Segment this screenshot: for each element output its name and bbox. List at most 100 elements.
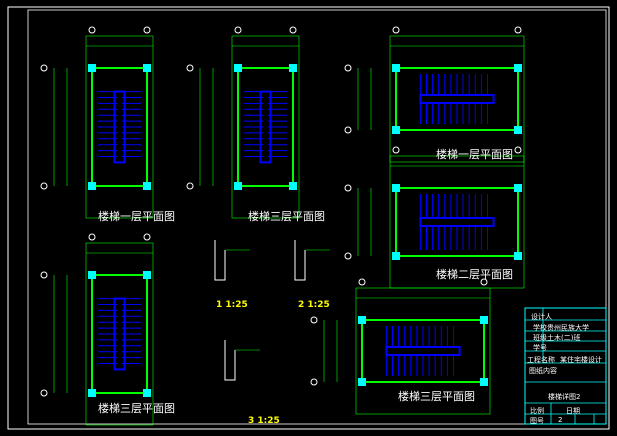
column (358, 316, 366, 324)
axis-marker (289, 26, 297, 34)
axis-marker (186, 64, 194, 72)
tb-designer-label: 设计人 (531, 313, 552, 321)
axis-marker (88, 26, 96, 34)
wall-outline (361, 319, 485, 383)
column (88, 64, 96, 72)
axis-marker (358, 278, 366, 286)
column (514, 64, 522, 72)
axis-marker (310, 378, 318, 386)
tb-class-label: 班级 (533, 334, 547, 342)
axis-marker (392, 26, 400, 34)
detail-sketch (294, 240, 306, 281)
dimension-frame-6 (355, 287, 491, 415)
detail-number: 2 (298, 300, 305, 310)
stair-handrail (113, 90, 126, 164)
axis-marker (40, 64, 48, 72)
plan-title-2: 楼梯三层平面图 (248, 210, 325, 223)
axis-marker (40, 271, 48, 279)
tb-sheet-label: 图号 (530, 417, 544, 425)
axis-marker (514, 146, 522, 154)
axis-marker (186, 182, 194, 190)
detail-sketch (214, 240, 226, 281)
axis-marker (40, 182, 48, 190)
column (514, 184, 522, 192)
axis-marker (143, 26, 151, 34)
wall-outline (91, 274, 148, 394)
stair-handrail (419, 94, 495, 104)
dimension-frame-2 (231, 35, 300, 219)
axis-marker (310, 316, 318, 324)
wall-outline (395, 187, 519, 257)
axis-marker (234, 26, 242, 34)
column (88, 182, 96, 190)
axis-marker (344, 252, 352, 260)
stair-handrail (113, 297, 126, 371)
column (358, 378, 366, 386)
dimension-frame-4 (389, 35, 525, 163)
column (480, 316, 488, 324)
detail-number: 3 (248, 416, 255, 426)
tb-project-label: 工程名称 (527, 356, 555, 364)
axis-marker (143, 233, 151, 241)
plan-title-3: 楼梯三层平面图 (98, 402, 175, 415)
wall-outline (395, 67, 519, 131)
column (392, 252, 400, 260)
wall-outline (237, 67, 294, 187)
column (514, 126, 522, 134)
tb-project: 某住宅楼设计 (560, 356, 602, 364)
detail-scale: 1:25 (257, 416, 280, 426)
column (480, 378, 488, 386)
plan-title-4: 楼梯一层平面图 (436, 148, 513, 161)
detail-scale: 1:25 (225, 300, 248, 310)
dimension-frame-1 (85, 35, 154, 219)
axis-marker (480, 278, 488, 286)
axis-marker (40, 389, 48, 397)
tb-scale-label: 比例 (530, 407, 544, 415)
column (234, 64, 242, 72)
column (289, 182, 297, 190)
axis-marker (344, 126, 352, 134)
plan-title-5: 楼梯二层平面图 (436, 268, 513, 281)
axis-marker (344, 184, 352, 192)
stair-handrail (259, 90, 272, 164)
column (234, 182, 242, 190)
tb-date-label: 日期 (566, 407, 580, 415)
detail-2-label: 2 1:25 (298, 300, 330, 310)
wall-outline (91, 67, 148, 187)
column (88, 271, 96, 279)
tb-school-label: 学校 (533, 324, 547, 332)
axis-marker (392, 146, 400, 154)
column (289, 64, 297, 72)
title-block-frame (524, 307, 607, 425)
column (392, 64, 400, 72)
tb-class: 土木(二)班 (547, 334, 581, 342)
plan-title-6: 楼梯三层平面图 (398, 390, 475, 403)
column (143, 64, 151, 72)
axis-marker (88, 233, 96, 241)
detail-3-label: 3 1:25 (248, 416, 280, 426)
tb-sheet: 2 (558, 416, 563, 424)
stair-handrail (419, 217, 495, 227)
column (392, 126, 400, 134)
column (143, 182, 151, 190)
axis-marker (514, 26, 522, 34)
tb-drawing-name: 楼梯详图2 (548, 393, 581, 401)
tb-id-label: 学号 (533, 344, 547, 352)
plan-title-1: 楼梯一层平面图 (98, 210, 175, 223)
detail-1-label: 1 1:25 (216, 300, 248, 310)
axis-marker (344, 64, 352, 72)
tb-content-label: 图纸内容 (529, 367, 557, 375)
column (88, 389, 96, 397)
column (143, 271, 151, 279)
detail-number: 1 (216, 300, 223, 310)
dimension-frame-3 (85, 242, 154, 426)
inner-border (27, 9, 607, 425)
tb-school: 贵州民族大学 (547, 324, 589, 332)
column (392, 184, 400, 192)
detail-scale: 1:25 (307, 300, 330, 310)
stair-handrail (385, 346, 461, 356)
column (143, 389, 151, 397)
column (514, 252, 522, 260)
detail-sketch (224, 340, 236, 381)
